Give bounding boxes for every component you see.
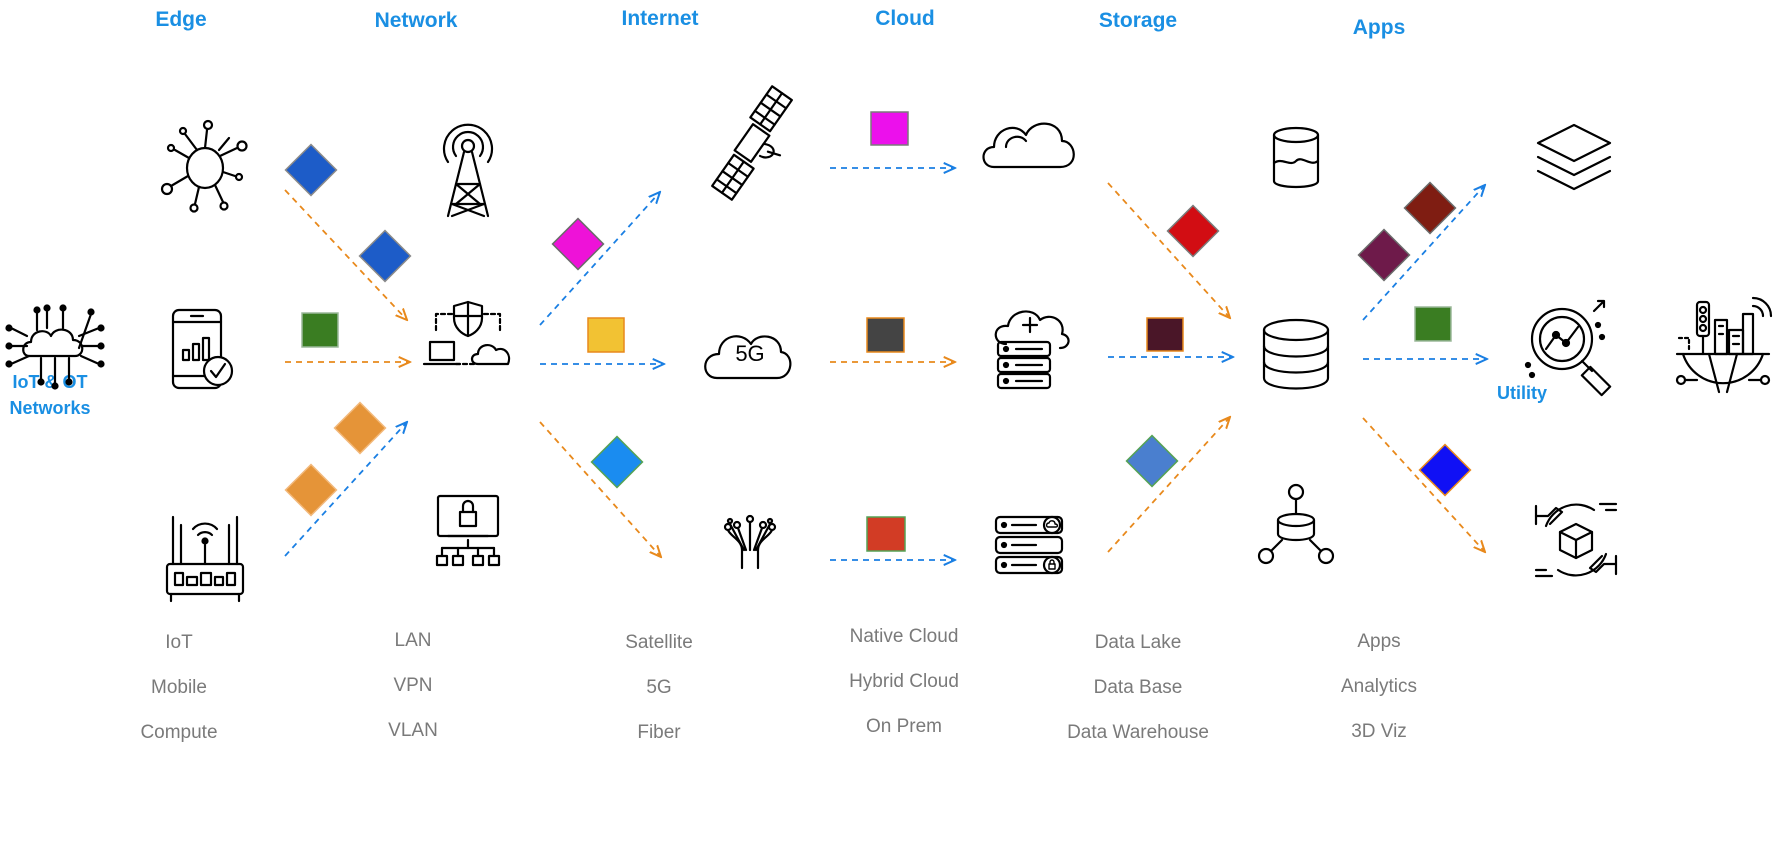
packet bbox=[284, 463, 338, 517]
label-data-lake: Data Lake bbox=[1094, 632, 1182, 653]
label-iot: IoT bbox=[165, 632, 193, 653]
header-network: Network bbox=[374, 9, 458, 32]
label-native-cloud: Native Cloud bbox=[849, 626, 959, 647]
label-lan: LAN bbox=[394, 630, 432, 651]
packet bbox=[870, 111, 909, 146]
packet bbox=[590, 435, 644, 489]
label-compute: Compute bbox=[140, 722, 218, 743]
label-analytics: Analytics bbox=[1340, 676, 1418, 697]
label-fiber: Fiber bbox=[637, 722, 681, 743]
cloud-icon bbox=[982, 122, 1075, 169]
arrow-network-to-satellite bbox=[539, 192, 660, 326]
analytics-search-icon bbox=[1524, 299, 1612, 397]
label-3d-viz: 3D Viz bbox=[1351, 721, 1407, 742]
label-on-prem: On Prem bbox=[865, 716, 943, 737]
data-warehouse-icon bbox=[1257, 483, 1335, 565]
label-apps: Apps bbox=[1357, 631, 1401, 652]
secure-network-icon bbox=[422, 300, 511, 366]
router-icon bbox=[165, 515, 245, 603]
packet bbox=[1146, 317, 1184, 352]
arrow-edge-iot-to-network bbox=[284, 189, 407, 320]
header-apps: Apps bbox=[1352, 16, 1406, 39]
packet bbox=[1414, 306, 1452, 342]
packet bbox=[551, 217, 605, 271]
sink-label: Utility bbox=[1496, 383, 1547, 403]
antenna-tower-icon bbox=[442, 123, 494, 218]
arrow-storage-to-3dviz bbox=[1362, 417, 1485, 552]
layers-icon bbox=[1536, 123, 1612, 191]
arrow-edge-compute-to-network bbox=[284, 422, 407, 557]
label-satellite: Satellite bbox=[625, 632, 693, 653]
label-data-warehouse: Data Warehouse bbox=[1067, 722, 1209, 743]
packet bbox=[1125, 434, 1179, 488]
packet bbox=[866, 317, 905, 353]
packet bbox=[358, 229, 412, 283]
hybrid-cloud-server-icon bbox=[994, 310, 1070, 390]
arrow-cloud-to-storage bbox=[1107, 182, 1230, 318]
data-lake-icon bbox=[1272, 126, 1320, 189]
iot-cloud-chip-icon bbox=[5, 304, 105, 390]
packet bbox=[1357, 228, 1411, 282]
packet bbox=[1166, 204, 1220, 258]
5g-label: 5G bbox=[735, 341, 764, 366]
5g-cloud-icon bbox=[704, 335, 792, 380]
packet bbox=[1403, 181, 1457, 235]
3d-viz-icon bbox=[1534, 502, 1618, 578]
mobile-analytics-icon bbox=[171, 308, 234, 390]
fiber-optic-icon bbox=[723, 514, 777, 570]
source-label-line2: Networks bbox=[9, 398, 91, 418]
header-cloud: Cloud bbox=[875, 7, 935, 30]
packet bbox=[587, 317, 625, 353]
label-data-base: Data Base bbox=[1093, 677, 1183, 698]
arrow-onprem-to-storage bbox=[1107, 417, 1230, 553]
arrow-network-to-fiber bbox=[539, 421, 661, 557]
iot-hub-icon bbox=[160, 119, 248, 213]
header-storage: Storage bbox=[1098, 9, 1178, 32]
label-vpn: VPN bbox=[393, 675, 433, 696]
label-vlan: VLAN bbox=[388, 720, 438, 741]
arrow-storage-to-apps bbox=[1362, 185, 1485, 321]
satellite-icon bbox=[711, 85, 793, 201]
packet bbox=[1418, 443, 1472, 497]
label-hybrid-cloud: Hybrid Cloud bbox=[849, 671, 959, 692]
label-mobile: Mobile bbox=[151, 677, 207, 698]
lan-network-icon bbox=[435, 494, 501, 567]
label-5g: 5G bbox=[646, 677, 672, 698]
packet bbox=[866, 516, 906, 552]
header-internet: Internet bbox=[621, 7, 699, 30]
packet bbox=[301, 312, 339, 348]
on-prem-server-icon bbox=[994, 515, 1064, 575]
packet bbox=[333, 401, 387, 455]
header-edge: Edge bbox=[155, 8, 207, 31]
packet bbox=[284, 143, 338, 197]
database-icon bbox=[1262, 318, 1330, 390]
smart-city-icon bbox=[1675, 296, 1773, 394]
